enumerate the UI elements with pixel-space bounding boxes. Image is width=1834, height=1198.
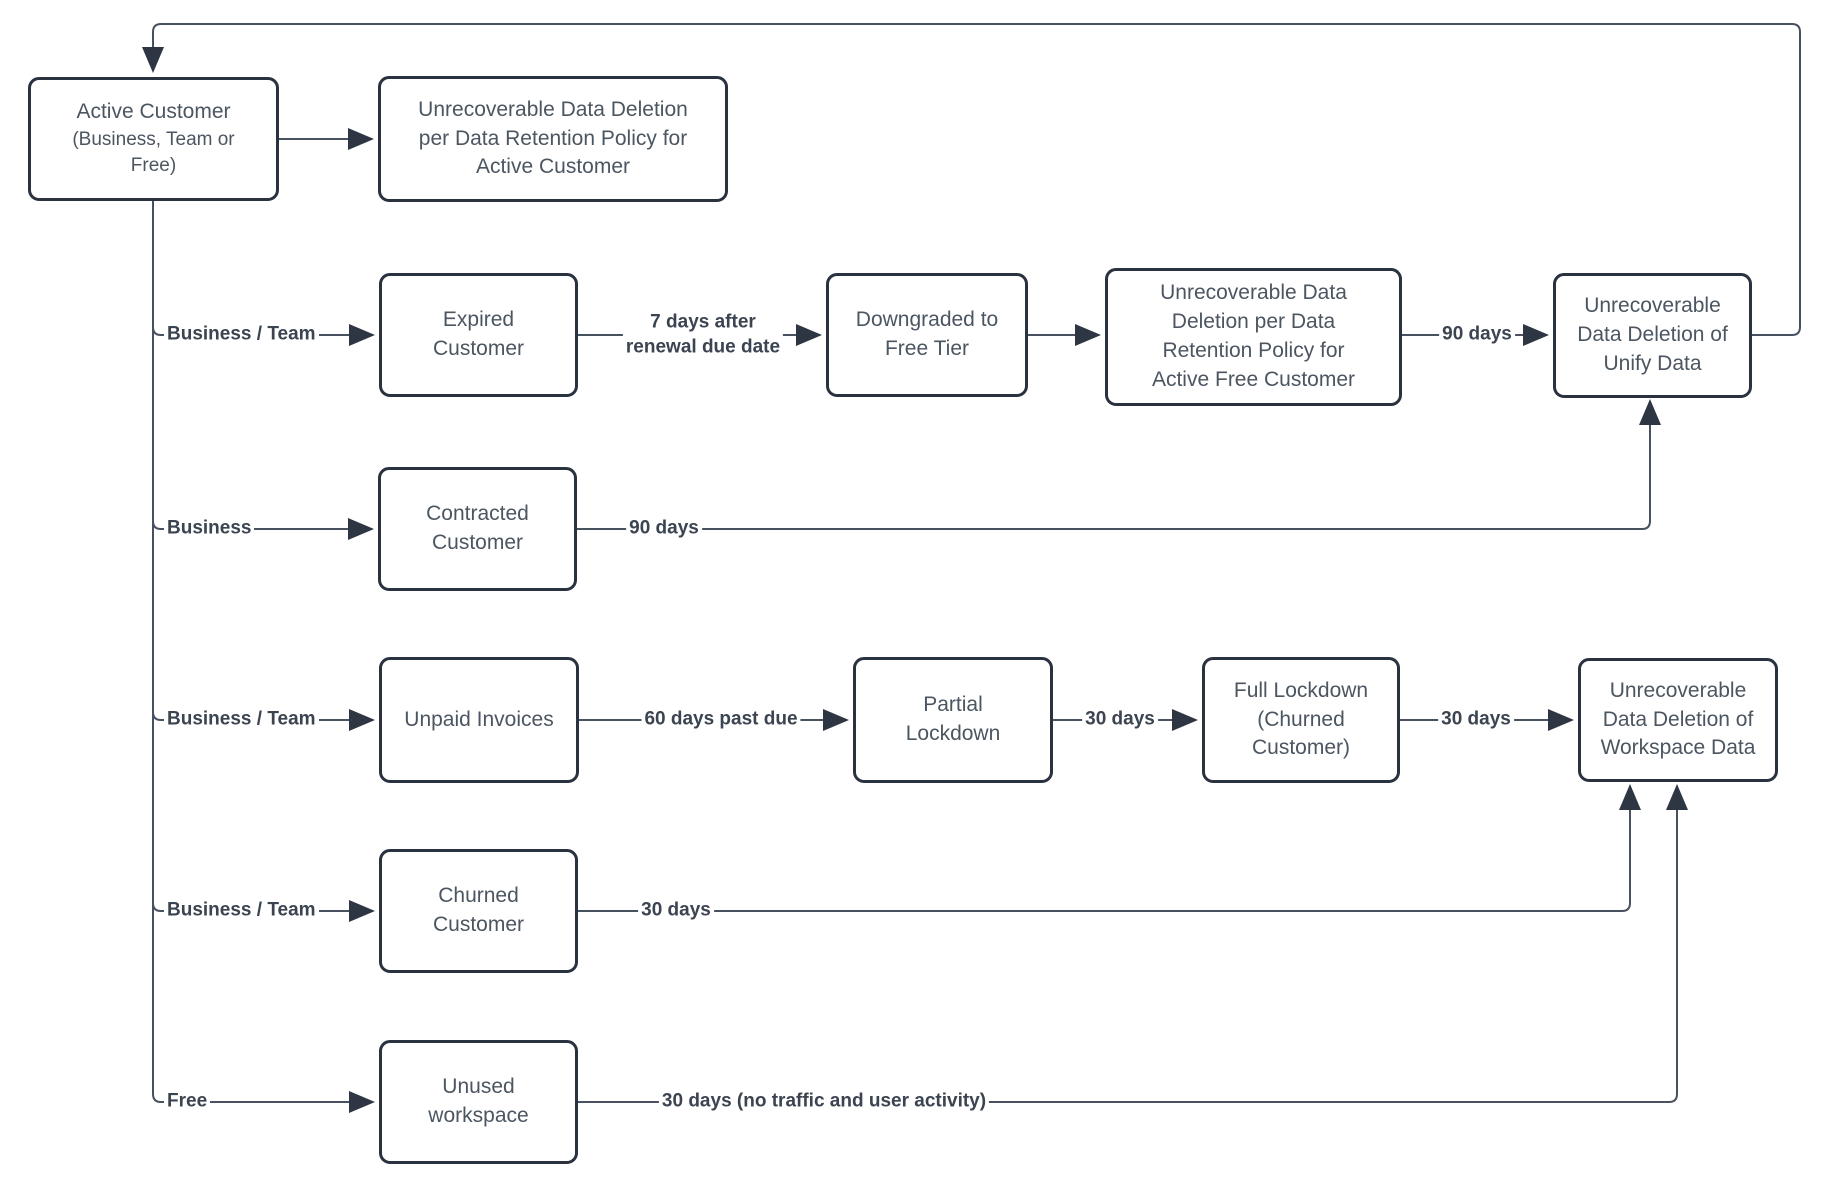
edge-branch-unpaid <box>152 709 375 731</box>
edge-branch-churned <box>152 900 375 922</box>
edge-label-business-team-expired: Business / Team <box>164 321 319 349</box>
node-full-lockdown-label: Full Lockdown (Churned Customer) <box>1233 678 1369 760</box>
edge-label-30-days-full: 30 days <box>1438 706 1514 734</box>
edge-label-free-unused: Free <box>164 1088 211 1116</box>
edge-unused-to-workspace <box>578 784 1688 1103</box>
node-deletion-active-customer[interactable]: Unrecoverable Data Deletion per Data Ret… <box>378 76 728 202</box>
edge-churned-to-workspace <box>578 784 1641 912</box>
node-unused-workspace-label: Unused workspace <box>428 1075 529 1127</box>
edge-label-business-contracted: Business <box>164 515 255 543</box>
node-unpaid-invoices-label: Unpaid Invoices <box>404 707 554 731</box>
node-deletion-active-free-customer-label: Unrecoverable Data Deletion per Data Ret… <box>1151 281 1356 391</box>
node-deletion-unify-data-label: Unrecoverable Data Deletion of Unify Dat… <box>1577 294 1728 375</box>
edge-label-30-days-churned: 30 days <box>638 897 714 925</box>
node-unused-workspace[interactable]: Unused workspace <box>379 1040 578 1164</box>
edge-branch-contracted <box>152 518 374 540</box>
node-expired-customer-label: Expired Customer <box>432 308 525 360</box>
edge-label-business-team-unpaid: Business / Team <box>164 706 319 734</box>
edge-unify-feedback-to-active <box>142 23 1801 336</box>
node-active-customer[interactable]: Active Customer (Business, Team or Free) <box>28 77 279 201</box>
node-partial-lockdown[interactable]: Partial Lockdown <box>853 657 1053 783</box>
node-downgraded-free-tier[interactable]: Downgraded to Free Tier <box>826 273 1028 397</box>
node-deletion-workspace-data-label: Unrecoverable Data Deletion of Workspace… <box>1600 678 1756 760</box>
node-expired-customer[interactable]: Expired Customer <box>379 273 578 397</box>
node-contracted-customer-label: Contracted Customer <box>426 502 529 554</box>
node-churned-customer[interactable]: Churned Customer <box>379 849 578 973</box>
edge-label-60-days-past-due: 60 days past due <box>641 706 801 734</box>
edge-trunk-and-free-branch <box>152 201 375 1113</box>
edge-label-business-team-churned: Business / Team <box>164 897 319 925</box>
node-downgraded-free-tier-label: Downgraded to Free Tier <box>855 308 999 360</box>
edge-branch-expired <box>152 324 375 346</box>
node-churned-customer-label: Churned Customer <box>432 884 525 936</box>
node-full-lockdown[interactable]: Full Lockdown (Churned Customer) <box>1202 657 1400 783</box>
edge-label-30-days-partial: 30 days <box>1082 706 1158 734</box>
node-deletion-active-free-customer[interactable]: Unrecoverable Data Deletion per Data Ret… <box>1105 268 1402 406</box>
node-unpaid-invoices[interactable]: Unpaid Invoices <box>379 657 579 783</box>
node-contracted-customer[interactable]: Contracted Customer <box>378 467 577 591</box>
edge-contracted-to-unify <box>577 399 1661 530</box>
edge-label-90-days-free: 90 days <box>1439 321 1515 349</box>
edge-label-7-days-after-renewal: 7 days after renewal due date <box>622 309 784 361</box>
node-active-customer-subtitle: (Business, Team or Free) <box>72 129 235 177</box>
node-deletion-active-customer-label: Unrecoverable Data Deletion per Data Ret… <box>418 97 688 179</box>
node-deletion-unify-data[interactable]: Unrecoverable Data Deletion of Unify Dat… <box>1553 273 1752 398</box>
edge-label-30-days-no-traffic: 30 days (no traffic and user activity) <box>658 1088 990 1116</box>
node-active-customer-title: Active Customer <box>76 100 231 124</box>
edge-label-90-days-contracted: 90 days <box>626 515 702 543</box>
node-deletion-workspace-data[interactable]: Unrecoverable Data Deletion of Workspace… <box>1578 658 1778 782</box>
node-partial-lockdown-label: Partial Lockdown <box>905 693 1001 745</box>
